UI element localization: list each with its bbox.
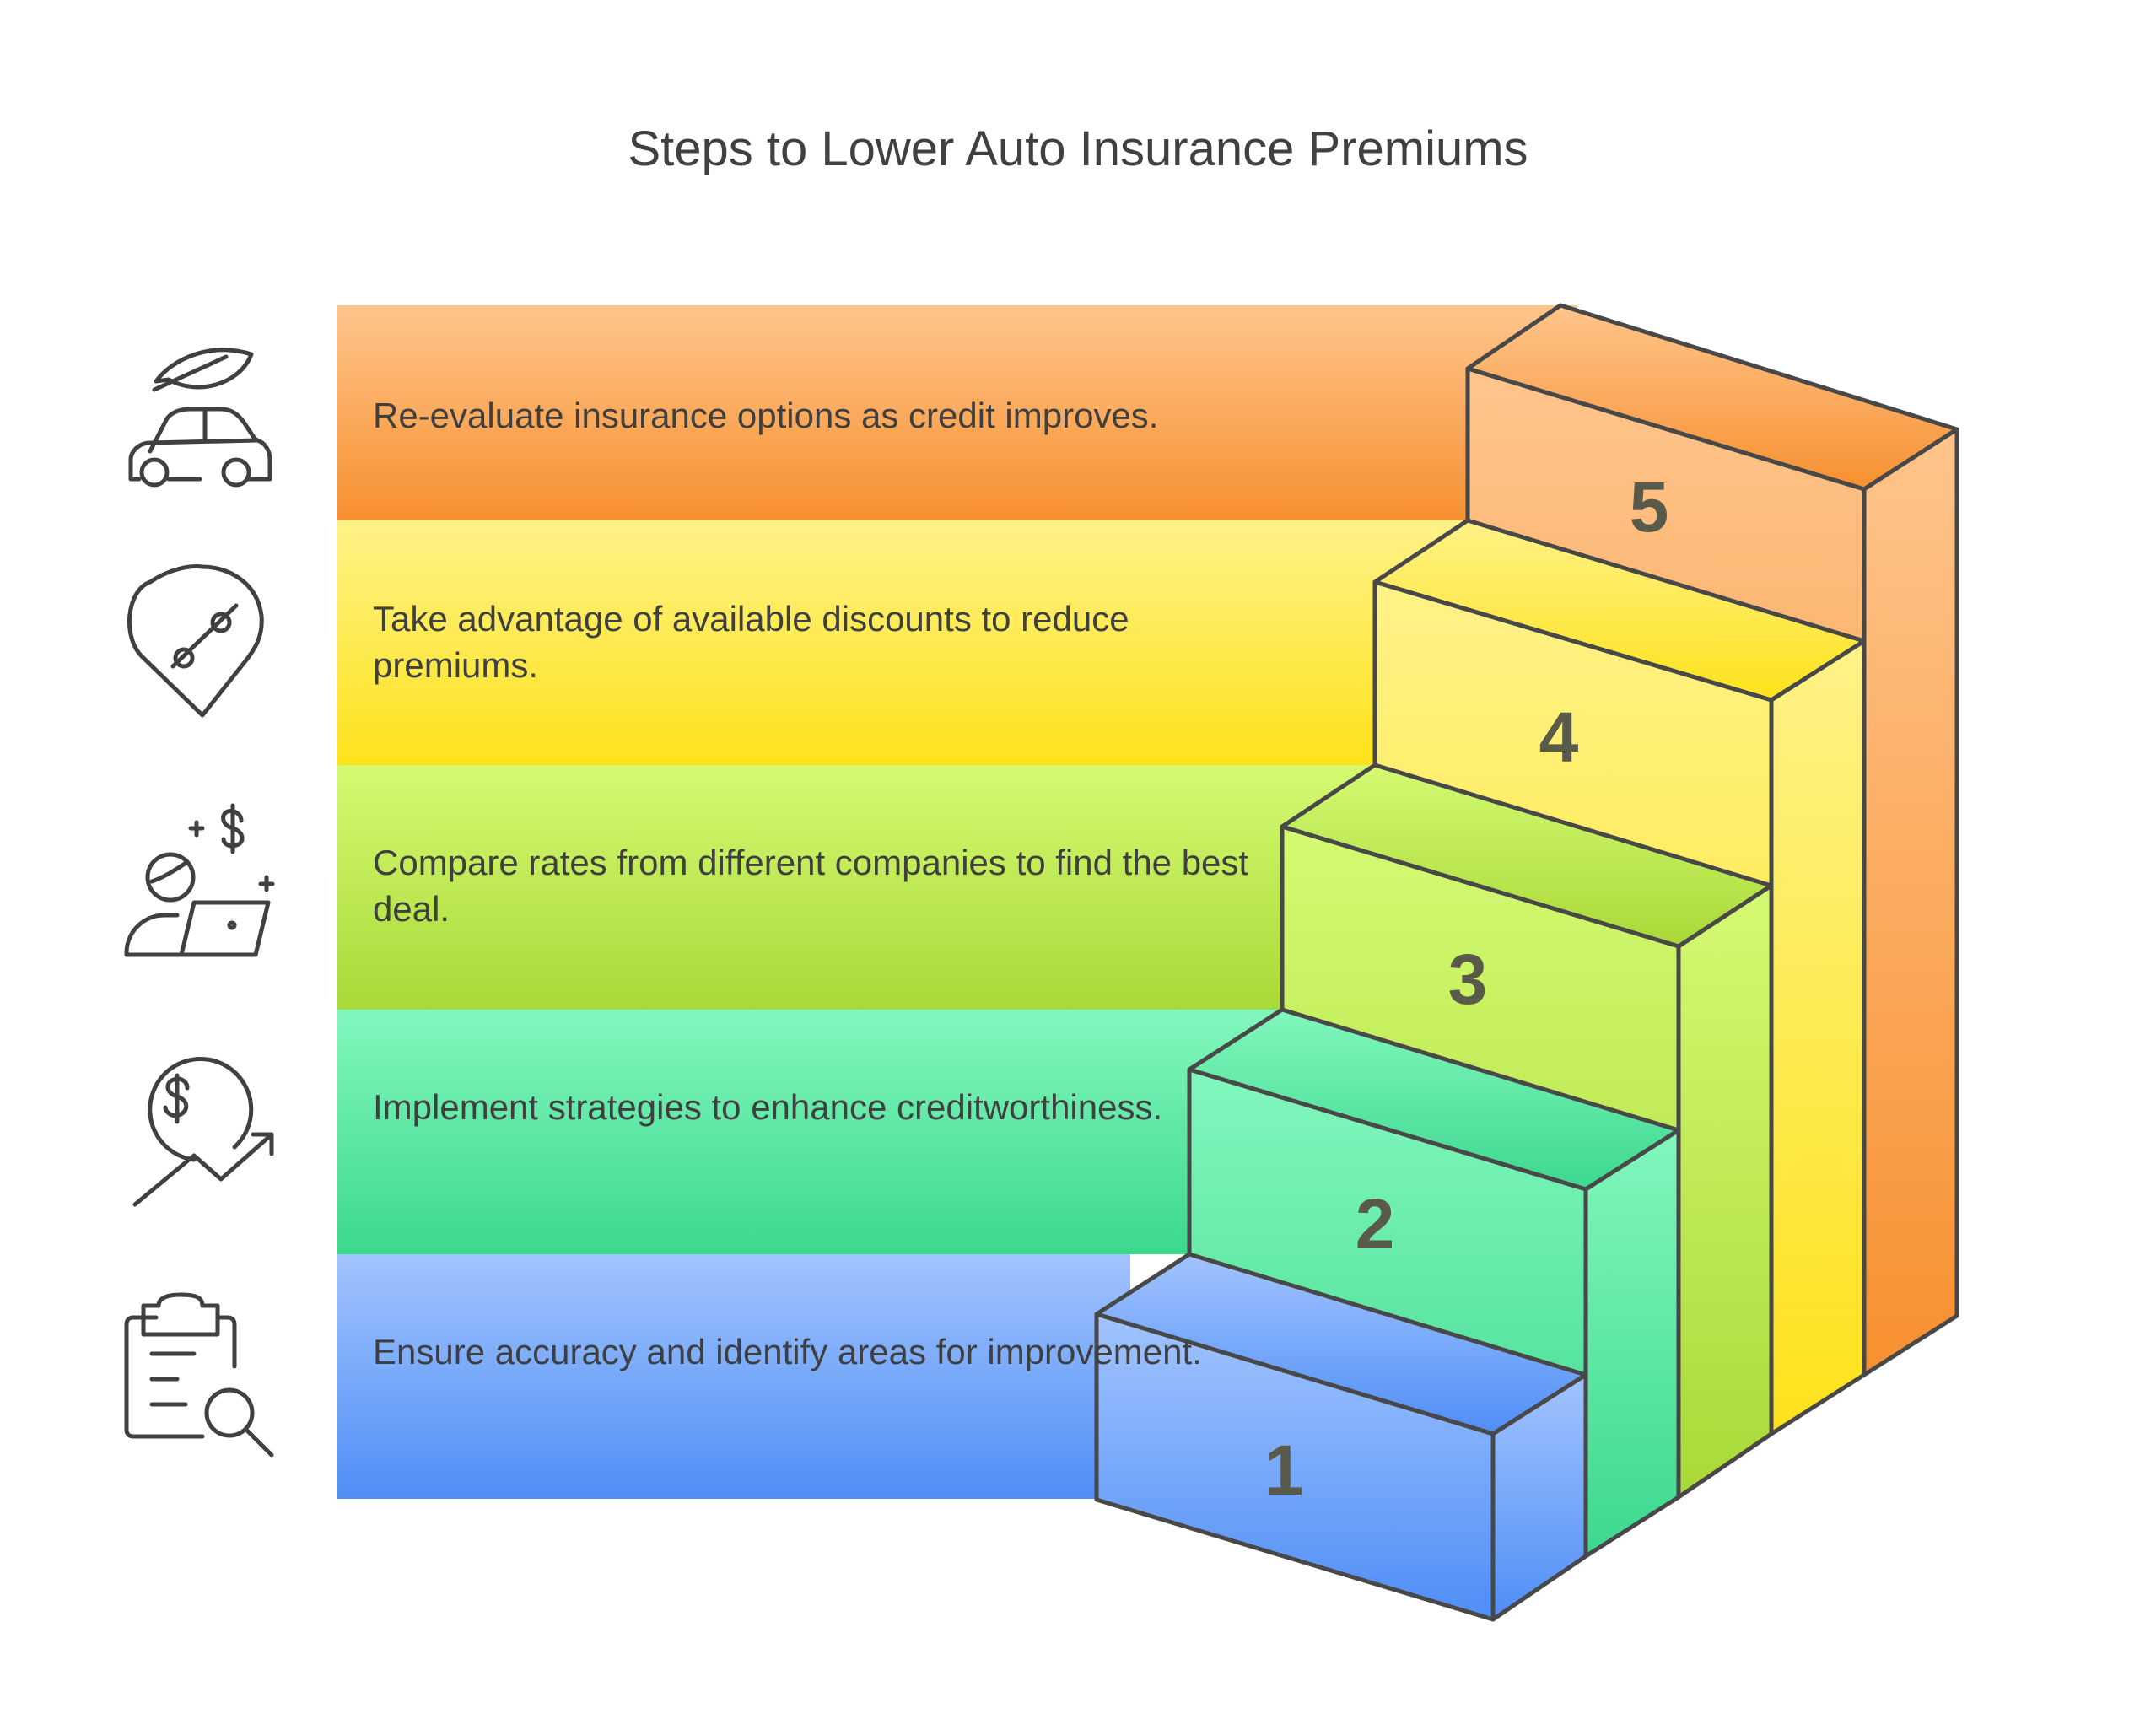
step-number-5: 5: [1630, 467, 1669, 547]
band-step-2: [337, 1010, 1299, 1254]
band-step-5: [337, 305, 1577, 520]
bands: [337, 305, 1577, 1499]
band-step-1: [337, 1254, 1130, 1499]
step-number-4: 4: [1539, 698, 1579, 777]
step-2-text: Implement strategies to enhance creditwo…: [373, 1087, 1163, 1127]
person-laptop-dollar-icon: [124, 803, 275, 957]
band-step-4: [337, 520, 1485, 765]
step-number-2: 2: [1356, 1184, 1395, 1264]
step-1-text: Ensure accuracy and identify areas for i…: [373, 1332, 1202, 1371]
diagram-title: Steps to Lower Auto Insurance Premiums: [628, 121, 1528, 176]
discount-pin-icon: [127, 564, 264, 718]
step-block-1: [1094, 1252, 1588, 1622]
clipboard-search-icon: [124, 1292, 274, 1458]
step-3-text: Compare rates from different companies t…: [373, 843, 1249, 929]
eco-car-icon: [128, 348, 272, 488]
step-number-3: 3: [1448, 940, 1488, 1019]
dollar-growth-icon: [132, 1057, 274, 1207]
step-4-text: Take advantage of available discounts to…: [373, 599, 1129, 685]
band-step-3: [337, 765, 1392, 1010]
step-number-1: 1: [1264, 1431, 1304, 1510]
step-5-text: Re-evaluate insurance options as credit …: [373, 396, 1159, 435]
